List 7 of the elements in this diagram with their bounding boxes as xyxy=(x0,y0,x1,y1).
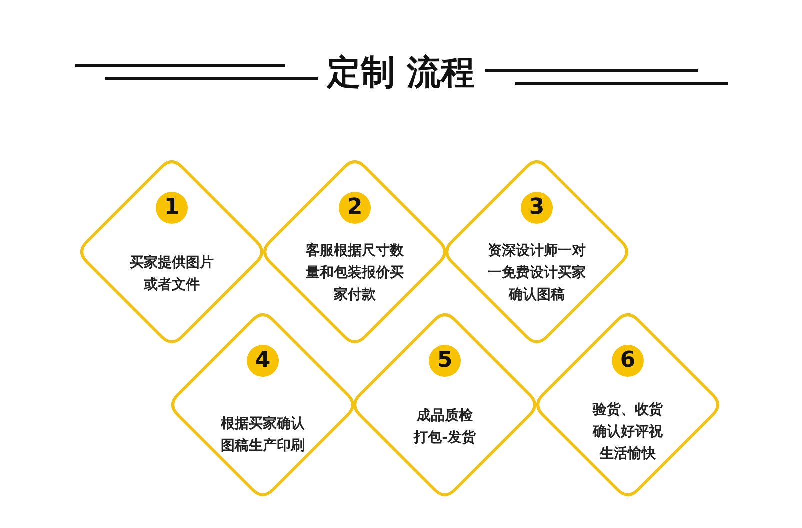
step-text: 客服根据尺寸数量和包装报价买家付款 xyxy=(305,242,405,305)
step-text: 验货、收货确认好评祝生活愉快 xyxy=(592,401,664,464)
title: 定制 流程 xyxy=(325,52,476,95)
step-text: 根据买家确认图稿生产印刷 xyxy=(220,414,306,456)
step-text: 成品质检打包-发货 xyxy=(412,407,477,448)
step-text: 资深设计师一对一免费设计买家确认图稿 xyxy=(487,242,587,305)
step-text: 买家提供图片或者文件 xyxy=(129,254,215,295)
